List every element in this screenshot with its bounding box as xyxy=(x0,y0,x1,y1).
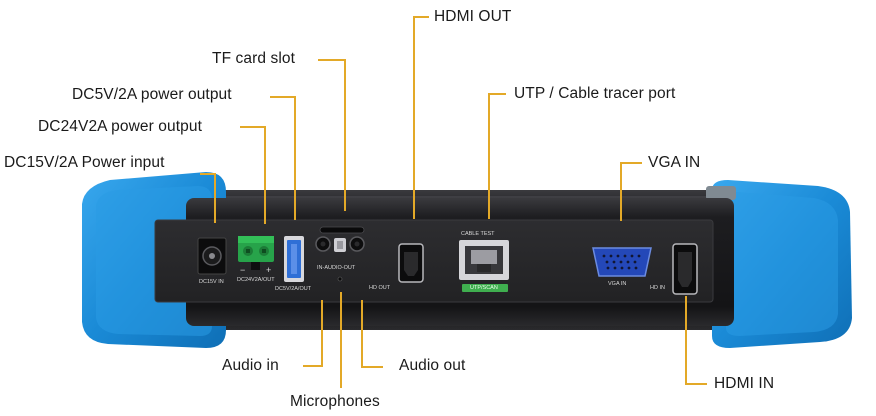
leader-dc5v-h xyxy=(270,96,295,98)
leader-dc5v-v xyxy=(294,96,296,220)
panel-label-dc15v-in: DC15V IN xyxy=(199,279,224,285)
usb-port xyxy=(284,236,304,282)
panel-label-vga-in: VGA IN xyxy=(608,281,627,287)
hdmi-in-port xyxy=(672,243,698,295)
leader-dc24v-v xyxy=(264,126,266,224)
callout-audio-out: Audio out xyxy=(399,357,466,374)
leader-hdmiout-h xyxy=(413,16,429,18)
leader-tf-v xyxy=(344,59,346,211)
panel-label-dc24v-out: DC24V2A/OUT xyxy=(237,277,275,283)
panel-label-hd-in: HD IN xyxy=(650,285,665,291)
right-bumper xyxy=(706,180,852,348)
leader-vga-h xyxy=(620,162,642,164)
callout-vga-in: VGA IN xyxy=(648,154,701,171)
panel-label-minus: − xyxy=(240,265,246,275)
leader-audioin-v xyxy=(321,300,323,366)
callout-dc15v-power-input: DC15V/2A Power input xyxy=(4,154,165,171)
leader-hdmiout-v xyxy=(413,16,415,219)
leader-hdmiin-h xyxy=(685,383,707,385)
callout-utp-cable-tracer: UTP / Cable tracer port xyxy=(514,85,676,102)
hdmi-out-port xyxy=(398,243,424,283)
callout-hdmi-in: HDMI IN xyxy=(714,375,775,392)
tf-card-slot xyxy=(319,226,365,234)
leader-audioout-h xyxy=(361,366,383,368)
leader-dc15v-v xyxy=(214,173,216,223)
panel-label-dc5v-out: DC5V/2A/OUT xyxy=(275,286,312,292)
leader-audioout-v xyxy=(361,300,363,367)
panel-label-audio: IN-AUDIO-OUT xyxy=(317,265,356,271)
panel-label-plus: + xyxy=(266,265,272,275)
panel-label-utp-scan: UTP/SCAN xyxy=(470,285,498,291)
callout-microphones: Microphones xyxy=(290,393,380,410)
vga-port xyxy=(592,247,652,277)
leader-tf-h xyxy=(318,59,345,61)
leader-dc15v-h xyxy=(200,173,215,175)
rj45-port xyxy=(459,240,509,292)
leader-audioin-h xyxy=(303,365,323,367)
panel-label-cable-test: CABLE TEST xyxy=(461,231,495,237)
dc15v-jack xyxy=(197,237,227,275)
panel-label-hd-out: HD OUT xyxy=(369,285,391,291)
callout-tf-card-slot: TF card slot xyxy=(212,50,296,67)
leader-utp-h xyxy=(488,93,506,95)
leader-vga-v xyxy=(620,162,622,221)
callout-audio-in: Audio in xyxy=(222,357,279,374)
callout-dc5v-power-output: DC5V/2A power output xyxy=(72,86,232,103)
leader-hdmiin-v xyxy=(685,296,687,384)
dc24v-terminal xyxy=(238,236,274,270)
callout-dc24v-power-output: DC24V2A power output xyxy=(38,118,202,135)
leader-mic-v xyxy=(340,292,342,388)
audio-jacks xyxy=(315,236,365,282)
leader-dc24v-h xyxy=(240,126,265,128)
callout-hdmi-out: HDMI OUT xyxy=(434,8,512,25)
leader-utp-v xyxy=(488,93,490,219)
